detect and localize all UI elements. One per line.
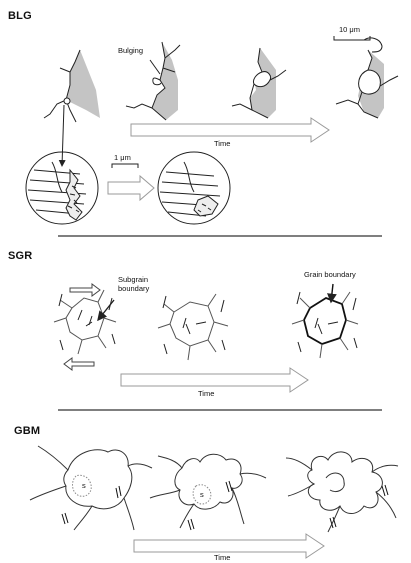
scale-1um-label: 1 μm bbox=[114, 154, 131, 163]
gbm-title: GBM bbox=[14, 425, 40, 437]
blg-grain-stage-4 bbox=[336, 38, 398, 118]
gbm-grain-stage-3 bbox=[286, 452, 398, 532]
gbm-grain-stage-1 bbox=[30, 446, 152, 530]
scale-10um-label: 10 μm bbox=[339, 26, 360, 35]
blg-panel bbox=[26, 36, 398, 224]
gbm-s-label-1: s bbox=[82, 482, 86, 491]
scale-bar-1um bbox=[112, 164, 138, 168]
sgr-time-arrow bbox=[121, 368, 308, 392]
blg-time-label: Time bbox=[214, 140, 230, 149]
subgrain-boundary-label: Subgrain boundary bbox=[118, 276, 149, 293]
sgr-grain-stage-1 bbox=[54, 284, 116, 370]
blg-grain-stage-3 bbox=[232, 48, 286, 118]
gbm-panel bbox=[30, 446, 398, 558]
sgr-grain-stage-2 bbox=[158, 294, 228, 360]
sgr-grain-stage-3 bbox=[292, 292, 358, 358]
blg-title: BLG bbox=[8, 10, 32, 22]
sgr-time-label: Time bbox=[198, 390, 214, 399]
blg-zoom-arrow bbox=[62, 105, 64, 166]
gbm-s-label-2: s bbox=[200, 491, 204, 500]
blg-grain-stage-1 bbox=[44, 50, 100, 122]
grain-boundary-arrow bbox=[331, 284, 333, 302]
bulging-leader bbox=[150, 60, 160, 74]
sgr-panel bbox=[54, 284, 358, 392]
grain-boundary-label: Grain boundary bbox=[304, 271, 356, 280]
shear-arrow-bottom bbox=[64, 358, 94, 370]
subgrain-boundary-arrow bbox=[98, 300, 114, 320]
blg-circle-2 bbox=[158, 152, 230, 224]
shear-arrow-top bbox=[70, 284, 100, 296]
gbm-time-label: Time bbox=[214, 554, 230, 563]
blg-bulge-site-circle bbox=[64, 98, 70, 104]
blg-time-arrow bbox=[131, 118, 329, 142]
gbm-grain-stage-2 bbox=[150, 454, 266, 530]
blg-small-arrow bbox=[108, 176, 154, 200]
sgr-title: SGR bbox=[8, 250, 32, 262]
bulging-label: Bulging bbox=[118, 47, 143, 56]
subgrain-label-line2: boundary bbox=[118, 285, 149, 294]
